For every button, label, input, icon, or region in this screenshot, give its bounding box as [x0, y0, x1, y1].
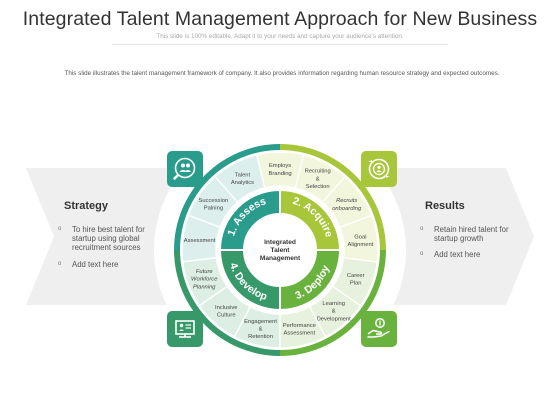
target-people-icon [368, 158, 390, 180]
user-search-icon [173, 157, 196, 180]
outer-rim-arc [280, 144, 386, 250]
title-divider [112, 44, 448, 45]
phase-arc [218, 249, 281, 312]
develop-icon-tile [167, 311, 203, 347]
results-heading: Results [425, 200, 465, 212]
strategy-list: To hire best talent for startup using gl… [58, 225, 166, 276]
page-subtitle: This slide is 100% editable. Adapt it to… [156, 33, 404, 40]
acquire-icon-tile [361, 151, 397, 187]
wheel-segment [214, 153, 266, 204]
outer-rim-arc [174, 250, 280, 356]
strategy-heading: Strategy [64, 200, 109, 212]
results-item: Add text here [420, 250, 520, 259]
hand-money-icon [367, 318, 390, 338]
assess-icon-tile [167, 151, 203, 187]
center-circle [245, 215, 315, 285]
strategy-item: Add text here [58, 260, 166, 269]
page-description: This slide illustrates the talent manage… [64, 70, 500, 77]
segment-label: Learning&Development [317, 301, 352, 322]
results-item: Retain hired talent for startup growth [420, 225, 520, 243]
deploy-icon-tile [361, 311, 397, 347]
segment-label: Engagement&Retention [244, 319, 277, 340]
strategy-item: To hire best talent for startup using gl… [58, 225, 166, 253]
page-title: Integrated Talent Management Approach fo… [22, 8, 538, 30]
segment-label: Recruiting&Selection [305, 169, 331, 190]
outer-rim-arc [280, 250, 386, 356]
outer-rim-arc [174, 144, 280, 250]
segment-label: Assessment [184, 238, 216, 244]
presentation-icon [175, 320, 195, 338]
results-list: Retain hired talent for startup growth A… [420, 225, 520, 267]
